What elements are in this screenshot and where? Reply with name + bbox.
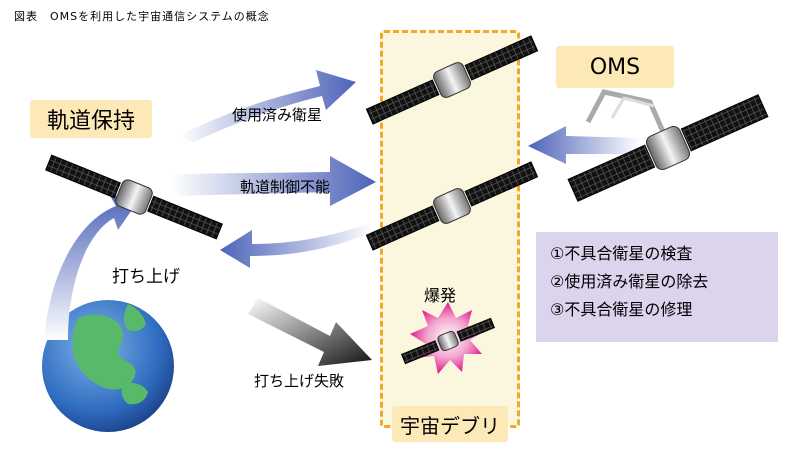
explosion-burst-front (400, 302, 496, 374)
launch-arrow (44, 192, 136, 340)
launch-label: 打ち上げ (112, 267, 180, 287)
return-arrow (220, 224, 372, 268)
satellite-uncontrollable-front (365, 161, 539, 251)
used-satellite-label: 使用済み衛星 (232, 106, 323, 124)
satellite-used-front (365, 35, 539, 125)
oms-satellite (567, 89, 769, 202)
task-item: ③不具合衛星の修理 (550, 300, 693, 319)
used-satellite-arrow (178, 70, 356, 142)
task-item: ①不具合衛星の検査 (550, 244, 693, 263)
uncontrollable-label: 軌道制御不能 (240, 178, 331, 196)
launch-failure-arrow (248, 298, 372, 366)
figure-caption: 図表 OMSを利用した宇宙通信システムの概念 (14, 10, 270, 23)
oms-task-list: ①不具合衛星の検査 ②使用済み衛星の除去 ③不具合衛星の修理 (536, 232, 778, 342)
oms-approach-arrow (528, 126, 640, 164)
uncontrollable-arrow (172, 156, 376, 206)
space-debris-label: 宇宙デブリ (392, 406, 508, 442)
satellite-station-keeping (45, 154, 223, 240)
launch-failure-label: 打ち上げ失敗 (254, 372, 345, 390)
explosion-label: 爆発 (424, 286, 457, 305)
station-keeping-label: 軌道保持 (30, 100, 152, 138)
oms-label: OMS (556, 46, 674, 88)
earth-globe (42, 300, 174, 432)
task-item: ②使用済み衛星の除去 (550, 272, 709, 291)
